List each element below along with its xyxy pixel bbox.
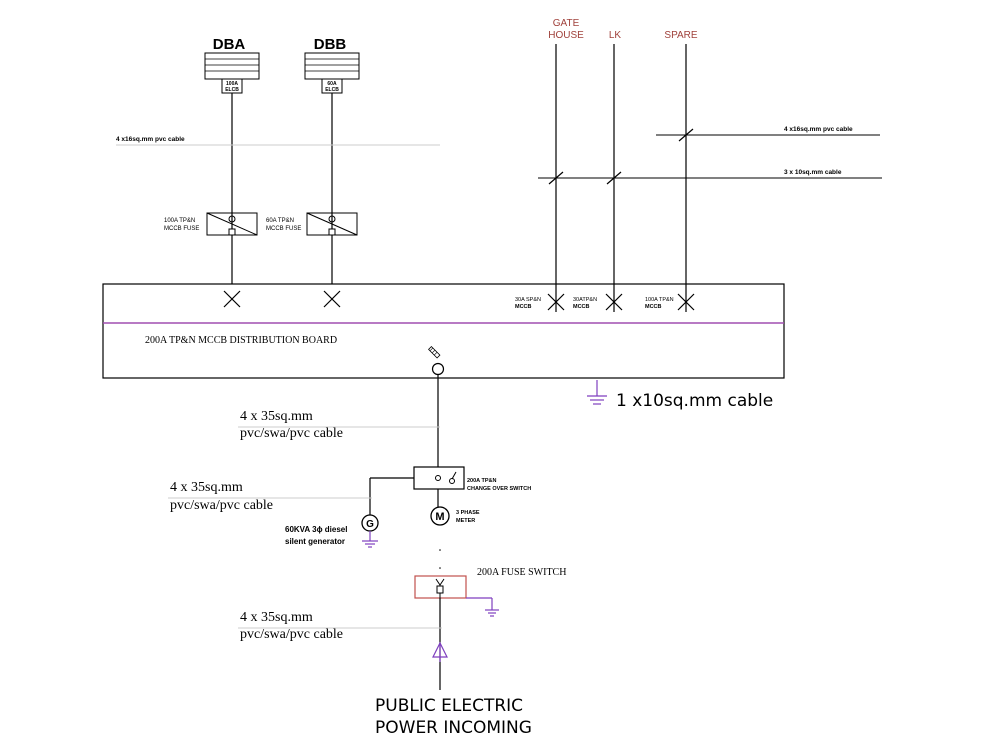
board-dbb-elcb: ELCB [325,87,339,93]
meter-label2: METER [456,518,475,524]
breaker-lk-label2: MCCB [573,304,590,310]
breaker-gate-house-label: 30A SP&N [515,297,541,303]
meter-circle-icon: M [430,506,450,526]
cable-label-spare: 4 x16sq.mm pvc cable [784,126,853,133]
cable-label-dba-dbb: 4 x16sq.mm pvc cable [116,136,185,143]
change-over-switch-label: 200A TP&N [467,478,496,484]
incomer-terminal-icon [431,362,445,376]
feeder-gate-house-label: GATE [553,18,580,29]
board-dba-rating: 100A [226,81,238,87]
generator-cable-label2: pvc/swa/pvc cable [170,498,273,513]
board-dba-elcb: ELCB [225,87,239,93]
incomer-mccb-icon [428,346,441,359]
feeder-gate-house-label2: HOUSE [548,30,584,41]
breaker-spare-label: 100A TP&N [645,297,674,303]
feeder-lk-label: LK [609,30,622,41]
change-over-switch: 200A TP&N CHANGE OVER SWITCH [413,466,531,492]
fuse-switch-label: 200A FUSE SWITCH [477,567,566,578]
mccb-fuse-dbb-icon [328,215,336,223]
breaker-x-lk [605,293,623,311]
incoming-label: PUBLIC ELECTRIC [375,696,523,716]
feeder-spare-label: SPARE [664,30,697,41]
mccb-fuse-dba-icon [228,215,236,223]
meter-symbol: M [435,511,444,523]
mccb-fuse-dbb-label: 60A TP&N [266,218,294,224]
board-dba: DBA 100A ELCB [204,36,260,94]
breaker-x-gate-house [547,293,565,311]
incoming-cable-label2: pvc/swa/pvc cable [240,627,343,642]
generator-label: 60KVA 3ϕ diesel [285,525,347,534]
generator-earth-icon [362,540,378,548]
board-dbb-rating: 60A [327,81,337,87]
generator-symbol: G [366,519,374,530]
mccb-fuse-dba-label2: MCCB FUSE [164,226,199,232]
breaker-x-dbb [323,290,341,308]
change-over-switch-label2: CHANGE OVER SWITCH [467,486,531,492]
incoming-label2: POWER INCOMING [375,718,532,738]
breaker-lk-label: 30ATP&N [573,297,597,303]
generator-cable-label: 4 x 35sq.mm [170,480,243,495]
mccb-fuse-dbb-label2: MCCB FUSE [266,226,301,232]
main-distribution-board: 200A TP&N MCCB DISTRIBUTION BOARD 30A SP… [102,283,785,379]
generator-label2: silent generator [285,537,345,546]
mccb-fuse-dba: 100A TP&N MCCB FUSE [164,212,258,236]
generator-circle-icon: G [361,514,379,532]
breaker-spare-label2: MCCB [645,304,662,310]
incoming-cable-label: 4 x 35sq.mm [240,610,313,625]
board-dbb-title: DBB [314,36,347,53]
distribution-board-label: 200A TP&N MCCB DISTRIBUTION BOARD [145,335,337,346]
board-feed-cable-label2: pvc/swa/pvc cable [240,426,343,441]
breaker-x-spare [677,293,695,311]
breaker-x-dba [223,290,241,308]
breaker-gate-house-label2: MCCB [515,304,532,310]
board-dbb: DBB 60A ELCB [304,36,360,94]
mccb-fuse-dbb: 60A TP&N MCCB FUSE [266,212,358,236]
fuse-switch-earth-icon [485,609,499,617]
cable-label-gate-lk: 3 x 10sq.mm cable [784,169,842,176]
board-dba-title: DBA [213,36,246,53]
earth-cable-label: 1 x10sq.mm cable [616,391,773,411]
incoming-arrow-icon [432,641,448,662]
mccb-fuse-dba-label: 100A TP&N [164,218,195,224]
meter-label: 3 PHASE [456,510,480,516]
earth-symbol-icon [587,380,607,405]
fuse-switch: 200A FUSE SWITCH [414,567,566,599]
board-feed-cable-label: 4 x 35sq.mm [240,409,313,424]
